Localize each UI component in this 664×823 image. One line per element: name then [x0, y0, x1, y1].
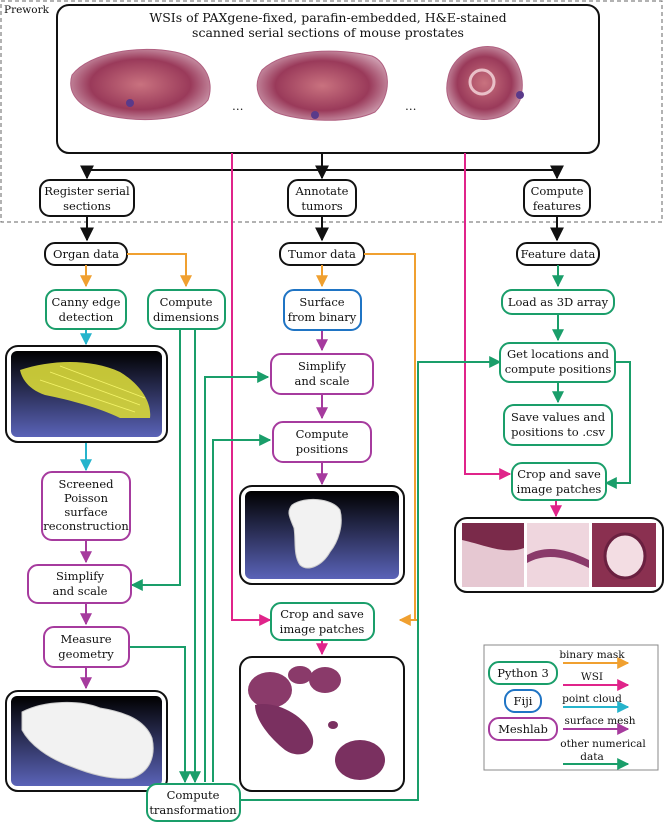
load-3d-array-label: Load as 3D array [508, 295, 609, 309]
legend-point-cloud-label: point cloud [562, 693, 622, 705]
compute-features-line2: features [533, 199, 581, 213]
compute-positions-line2: positions [296, 442, 348, 456]
legend-numerical-label-line1: other numerical [560, 738, 646, 750]
wsi-ellipsis-1: … [232, 99, 244, 113]
poisson-reconstruction-node [41, 471, 131, 541]
crop-save-right-line1: Crop and save [517, 467, 601, 481]
green-arrows [129, 265, 631, 801]
crop-save-right-node [511, 462, 607, 501]
legend-wsi-label: WSI [581, 671, 603, 683]
poisson-line3: surface [64, 505, 107, 519]
crop-save-mid-line2: image patches [280, 622, 365, 636]
legend-surface-mesh-label: surface mesh [564, 715, 635, 727]
annotate-tumors-line2: tumors [301, 199, 342, 213]
tumor-data-label: Tumor data [288, 247, 356, 261]
compute-transformation-line2: transformation [149, 803, 237, 817]
organ-data-label: Organ data [53, 247, 119, 261]
measure-geometry-line2: geometry [58, 647, 114, 661]
annotate-tumors-line1: Annotate [295, 184, 349, 198]
compute-dimensions-node [147, 289, 226, 330]
compute-transformation-line1: Compute [167, 788, 220, 802]
canny-edge-line2: detection [59, 310, 114, 324]
simplify-scale-left-line1: Simplify [56, 569, 104, 583]
compute-dimensions-line2: dimensions [153, 310, 219, 324]
register-sections-line2: sections [63, 199, 111, 213]
canny-edge-node [45, 289, 127, 330]
black-arrows [80, 153, 564, 242]
get-locations-line2: compute positions [505, 362, 612, 376]
poisson-line2: Poisson [64, 491, 109, 505]
compute-positions-node [272, 421, 372, 463]
compute-features-line1: Compute [531, 184, 584, 198]
crop-save-mid-line1: Crop and save [280, 607, 364, 621]
annotate-tumors-node [287, 179, 357, 217]
get-locations-node [499, 342, 616, 383]
compute-positions-line1: Compute [296, 427, 349, 441]
save-values-line2: positions to .csv [511, 425, 605, 439]
register-sections-line1: Register serial [44, 184, 130, 198]
legend-fiji-box [504, 689, 542, 713]
prework-region [0, 0, 663, 223]
legend-binary-mask-label: binary mask [559, 649, 625, 661]
canny-edge-line1: Canny edge [52, 295, 121, 309]
legend-numerical-label-line2: data [580, 751, 603, 763]
tumor-mesh-render [239, 485, 405, 585]
crop-save-mid-node [270, 602, 375, 641]
simplify-scale-mid-node [270, 353, 374, 395]
tumor-patches-image [239, 656, 405, 792]
wsi-slide-3 [446, 46, 524, 120]
poisson-line4: reconstruction [43, 519, 129, 533]
simplify-scale-mid-line1: Simplify [298, 359, 346, 373]
simplify-scale-left-node [27, 564, 132, 604]
save-values-line1: Save values and [511, 410, 606, 424]
wsi-ellipsis-2: … [405, 99, 417, 113]
prework-label: Prework [4, 4, 50, 16]
poisson-line1: Screened [58, 477, 114, 491]
orange-arrows [80, 253, 417, 626]
simplify-scale-mid-line2: and scale [295, 374, 350, 388]
wsi-slide-2 [256, 50, 388, 121]
point-cloud-render [5, 345, 168, 443]
legend-meshlab-label: Meshlab [498, 722, 548, 736]
purple-arrows [80, 330, 328, 690]
wsi-title-line1: WSIs of PAXgene-fixed, parafin-embedded,… [149, 10, 506, 25]
load-3d-array-node [501, 289, 615, 315]
get-locations-line1: Get locations and [507, 347, 610, 361]
legend-python-box [488, 661, 558, 685]
compute-features-node [523, 179, 591, 217]
compute-dimensions-line1: Compute [160, 295, 213, 309]
crop-save-right-line2: image patches [517, 482, 602, 496]
surface-binary-line2: from binary [288, 310, 357, 324]
surface-binary-line1: Surface [299, 295, 344, 309]
wsi-title-line2: scanned serial sections of mouse prostat… [192, 25, 464, 40]
legend-python-label: Python 3 [497, 666, 549, 680]
register-sections-node [39, 179, 135, 217]
surface-from-binary-node [283, 289, 362, 331]
legend-fiji-label: Fiji [514, 694, 533, 708]
simplify-scale-left-line2: and scale [53, 584, 108, 598]
legend-meshlab-box [488, 717, 558, 741]
compute-transformation-node [146, 783, 241, 822]
wsi-slide-1 [70, 48, 211, 120]
organ-mesh-render [5, 690, 168, 792]
legend: Python 3 Fiji Meshlab binary mask WSI po… [483, 644, 659, 771]
measure-geometry-node [43, 626, 130, 668]
feature-data-label: Feature data [521, 247, 596, 261]
feature-patches-image [454, 517, 664, 593]
save-values-node [503, 404, 613, 446]
measure-geometry-line1: Measure [60, 632, 111, 646]
pink-arrows [231, 153, 562, 656]
